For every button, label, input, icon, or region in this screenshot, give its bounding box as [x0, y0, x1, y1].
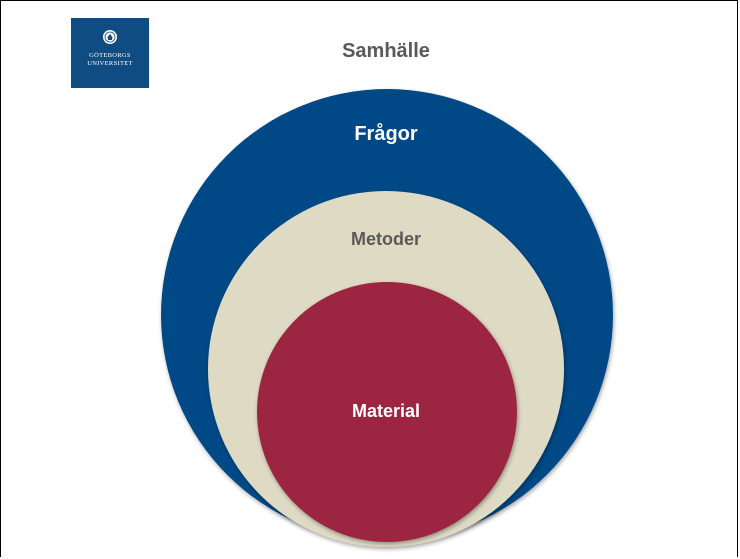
logo-text-line1: GÖTEBORGS	[89, 52, 131, 59]
inner-circle-label: Material	[351, 401, 421, 421]
slide-title: Samhälle	[342, 40, 430, 62]
seal-icon	[103, 30, 117, 44]
logo-text-line2: UNIVERSITET	[87, 60, 133, 67]
inner-circle	[257, 282, 517, 542]
university-logo: GÖTEBORGS UNIVERSITET	[71, 18, 149, 88]
outer-circle-label: Frågor	[354, 123, 418, 145]
middle-circle-label: Metoder	[350, 229, 421, 249]
